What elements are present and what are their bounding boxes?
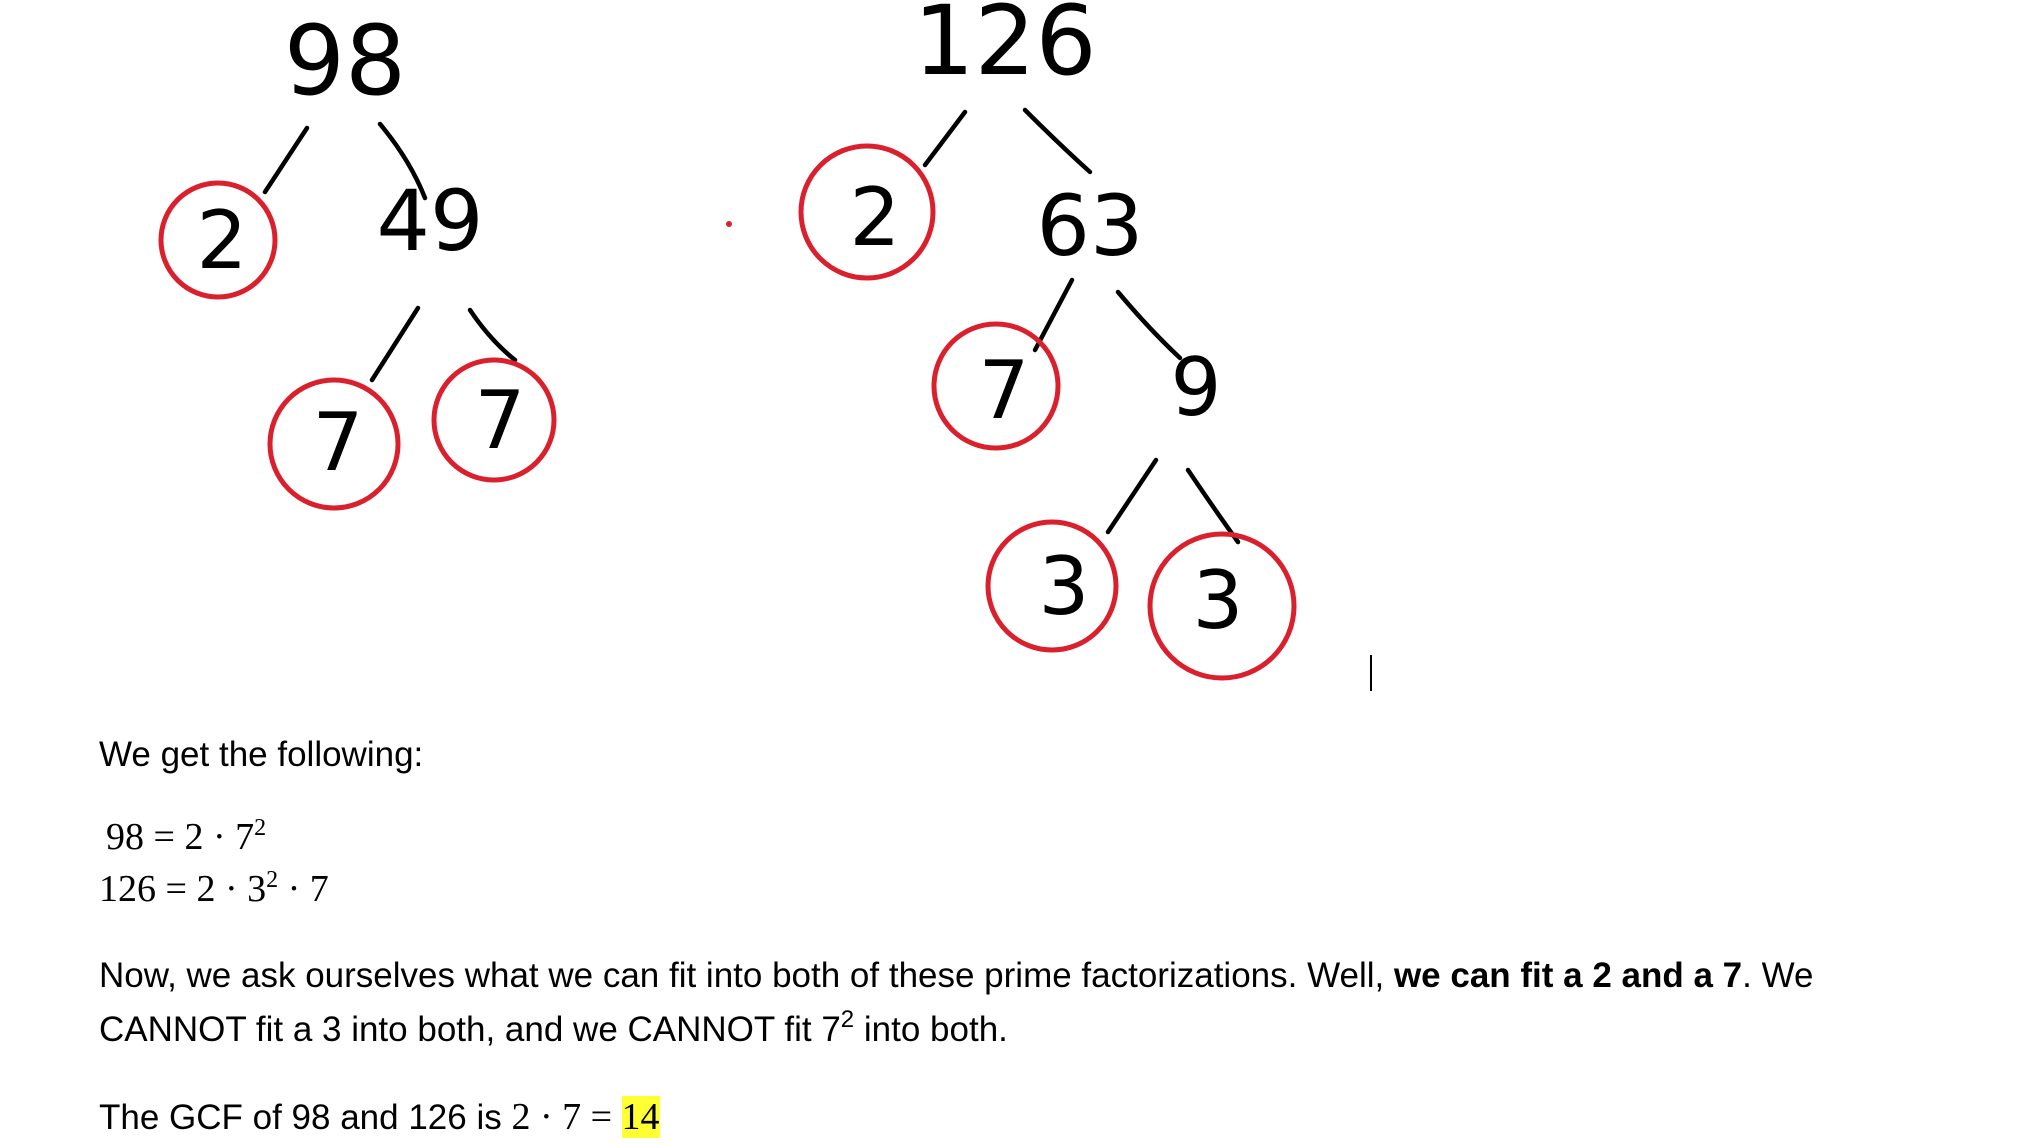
explanation-bold: we can fit a 2 and a 7 xyxy=(1393,956,1743,995)
tree2-right-right: 9 xyxy=(1171,341,1222,434)
tree1-right-right: 7 xyxy=(475,374,526,467)
eq1-rhs: 2 · 7 xyxy=(184,816,255,858)
tree1-right-left: 7 xyxy=(313,396,364,489)
tree2-rl-circle xyxy=(931,321,1061,451)
text-cursor xyxy=(1370,655,1372,691)
tree1-left-circle xyxy=(158,180,278,300)
eq2-rhs-b: · 7 xyxy=(278,868,329,910)
tree2-left-circle xyxy=(798,143,936,281)
explanation-line-1: Now, we ask ourselves what we can fit in… xyxy=(99,956,1814,995)
equation-98: 98 = 2 · 72 xyxy=(106,815,267,858)
tree1-branch-right xyxy=(377,121,428,201)
explanation-line-2: CANNOT fit a 3 into both, and we CANNOT … xyxy=(99,1006,1008,1050)
tree1-branch-right-right xyxy=(467,307,518,363)
tree1-left: 2 xyxy=(197,194,248,287)
tree1-root: 98 xyxy=(284,5,406,117)
eq1-exp: 2 xyxy=(254,815,267,841)
tree2-branch-right-right xyxy=(1115,289,1183,361)
tree2-right: 63 xyxy=(1037,177,1144,275)
tree2-leaf-right: 3 xyxy=(1193,554,1244,647)
tree2-right-left: 7 xyxy=(979,344,1030,437)
tree2-branch-left xyxy=(922,109,968,168)
intro-text: We get the following: xyxy=(99,735,424,774)
factor-tree-drawing: 98 2 49 7 7 126 2 63 7 9 3 3 xyxy=(158,0,1297,681)
tree2-branch-leaf-left xyxy=(1105,457,1159,535)
tree2-leaf-left-circle xyxy=(985,519,1119,653)
stray-red-dot xyxy=(726,221,732,227)
tree2-left: 2 xyxy=(850,171,901,264)
eq2-exp: 2 xyxy=(266,867,279,893)
tree2-branch-right xyxy=(1022,107,1093,175)
eq2-lhs: 126 xyxy=(99,868,156,910)
tree1-rl-circle xyxy=(267,377,401,511)
answer-expression: 2 · 7 = xyxy=(511,1096,622,1138)
tree1-branch-left xyxy=(262,125,310,195)
tree1-right: 49 xyxy=(377,172,484,270)
tree1-rr-circle xyxy=(431,357,557,483)
eq1-lhs: 98 xyxy=(106,816,144,858)
tree2-root: 126 xyxy=(913,0,1096,97)
eq2-rhs-a: 2 · 3 xyxy=(196,868,267,910)
answer-result-highlight: 14 xyxy=(621,1096,660,1138)
tree2-leaf-right-circle xyxy=(1147,531,1297,681)
tree1-branch-right-left xyxy=(369,305,421,383)
equation-126: 126 = 2 · 32 · 7 xyxy=(99,867,329,910)
tree2-leaf-left: 3 xyxy=(1039,540,1090,633)
tree2-branch-right-left xyxy=(1032,277,1075,353)
tree2-branch-leaf-right xyxy=(1185,467,1241,545)
answer-line: The GCF of 98 and 126 is 2 · 7 = 14 xyxy=(99,1096,660,1138)
